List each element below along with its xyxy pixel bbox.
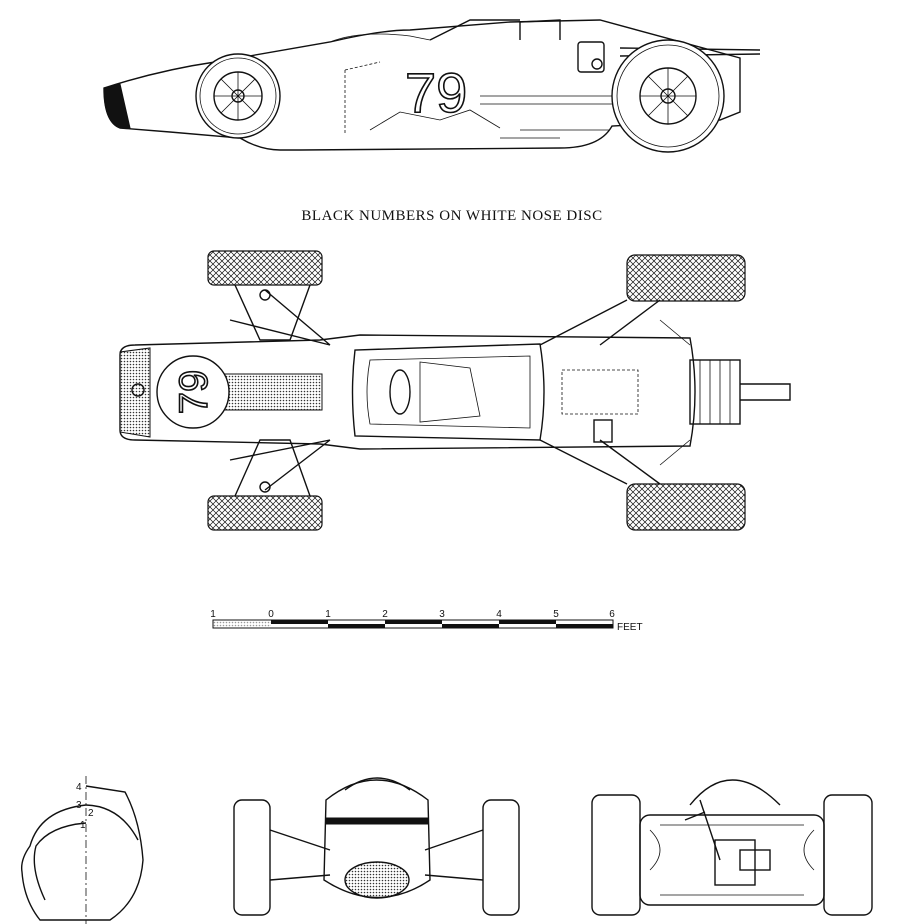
scale-tick: 6 xyxy=(609,609,615,620)
front-grille xyxy=(344,861,410,899)
rear-left-tire xyxy=(626,254,746,302)
side-view: 79 xyxy=(103,19,761,153)
top-view: 79 xyxy=(119,250,791,531)
section-mark: 4 xyxy=(76,782,82,793)
front-right-tire xyxy=(207,495,323,531)
scale-tick: 4 xyxy=(496,609,502,620)
side-car-number: 79 xyxy=(405,61,467,124)
scale-tick: 3 xyxy=(439,609,445,620)
nose-cone-black xyxy=(103,83,131,129)
rear-right-tire xyxy=(626,483,746,531)
section-mark: 3 xyxy=(76,800,82,811)
cross-section: 4 3 2 1 xyxy=(20,776,144,924)
rear-view xyxy=(591,779,873,916)
scale-tick: 1 xyxy=(325,609,331,620)
caption: BLACK NUMBERS ON WHITE NOSE DISC xyxy=(301,208,602,224)
scale-bar: 1 0 1 2 3 4 5 6 FEET xyxy=(210,609,642,633)
scale-tick: 0 xyxy=(268,609,274,620)
scale-tick: 2 xyxy=(382,609,388,620)
section-mark: 2 xyxy=(88,808,94,819)
nose-disc xyxy=(156,355,230,429)
scale-tick: 5 xyxy=(553,609,559,620)
top-car-number: 79 xyxy=(172,370,216,415)
rear-wheel-side xyxy=(611,39,725,153)
front-left-tire xyxy=(207,250,323,286)
front-wheel-side xyxy=(195,53,281,139)
scale-tick: 1 xyxy=(210,609,216,620)
nose-grille xyxy=(119,347,151,438)
front-view xyxy=(233,777,520,916)
scale-unit: FEET xyxy=(617,622,643,633)
center-stripe xyxy=(209,373,323,411)
section-mark: 1 xyxy=(80,820,86,831)
